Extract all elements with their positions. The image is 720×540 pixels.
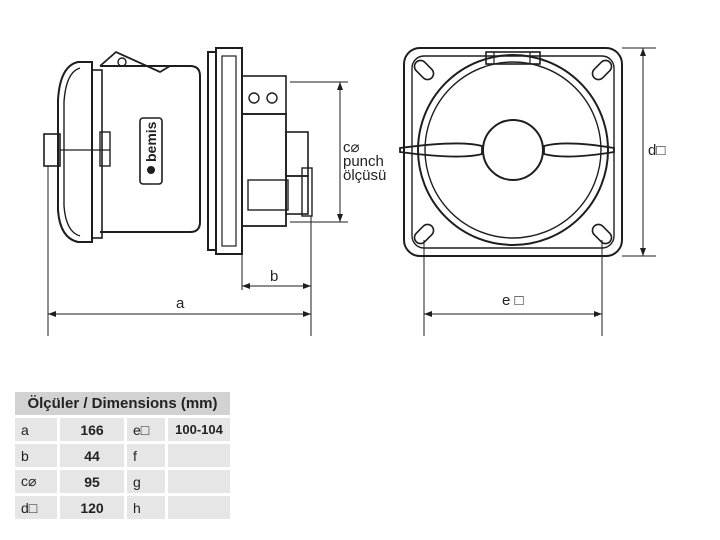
technical-drawing: bemis a b c⌀ [43, 47, 665, 336]
table-row: a 166 e□ 100-104 [15, 418, 230, 441]
front-plate [403, 47, 623, 257]
brand-gear-icon [147, 166, 155, 174]
top-hinge-tab [485, 51, 541, 65]
flange-frame [215, 47, 243, 255]
dimension-value: 120 [60, 496, 124, 519]
dimension-value [168, 444, 230, 467]
terminal-block-upper [285, 131, 309, 177]
table-row: b 44 f [15, 444, 230, 467]
front-cap [57, 61, 93, 243]
corner-slot [591, 223, 613, 245]
dimension-key: b [15, 444, 57, 467]
cap-rim [91, 69, 103, 239]
dimension-d: d□ [640, 48, 665, 256]
dimension-label-c-punch: punch [343, 153, 384, 170]
dimension-value [168, 470, 230, 493]
front-plate-inner [411, 55, 615, 249]
flange-plate [207, 51, 217, 251]
gasket-block [241, 75, 287, 115]
terminal-screw-box [247, 179, 289, 211]
dimension-label-d: d□ [648, 142, 665, 159]
front-view [399, 47, 656, 336]
cap-circle-outer [417, 54, 609, 246]
table-header-row: Ölçüler / Dimensions (mm) [15, 392, 230, 415]
table-row: c⌀ 95 g [15, 470, 230, 493]
dimension-key: f [127, 444, 165, 467]
center-hub [482, 119, 544, 181]
terminal-block-lower [285, 175, 309, 215]
dimension-c: c⌀ punch ölçüsü [337, 82, 386, 222]
hinge-pin-icon [117, 57, 127, 67]
corner-slot [413, 59, 435, 81]
corner-slot [591, 59, 613, 81]
screw-head-icon [266, 92, 278, 104]
dimension-value [168, 496, 230, 519]
dimension-label-c-olcusu: ölçüsü [343, 167, 386, 184]
dimension-e: e □ [424, 292, 602, 317]
side-view: bemis [43, 47, 348, 336]
dimension-value: 166 [60, 418, 124, 441]
flange-inner [221, 55, 237, 247]
screw-head-icon [248, 92, 260, 104]
dimension-a: a [48, 295, 311, 317]
table-row: d□ 120 h [15, 496, 230, 519]
dimension-label-c: c⌀ [343, 139, 360, 156]
logo-badge [139, 117, 163, 185]
dimensions-table: Ölçüler / Dimensions (mm) a 166 e□ 100-1… [12, 389, 233, 522]
table-header: Ölçüler / Dimensions (mm) [15, 392, 230, 415]
dimension-key: e□ [127, 418, 165, 441]
dimension-key: a [15, 418, 57, 441]
rear-terminal [301, 167, 313, 217]
dimension-value: 100-104 [168, 418, 230, 441]
dimension-key: h [127, 496, 165, 519]
dimension-label-a: a [176, 295, 185, 312]
corner-slot [413, 223, 435, 245]
dimension-label-b: b [270, 268, 278, 285]
brand-logo-text: bemis [143, 121, 159, 162]
dimension-value: 44 [60, 444, 124, 467]
dimension-key: g [127, 470, 165, 493]
front-cap-inner-edge [63, 67, 81, 237]
body-housing [100, 65, 201, 233]
dimension-value: 95 [60, 470, 124, 493]
dimension-key: c⌀ [15, 470, 57, 493]
cap-circle-inner [424, 61, 602, 239]
dimension-key: d□ [15, 496, 57, 519]
hinge-block [99, 131, 111, 167]
top-hinge-lip [99, 50, 171, 74]
latch-bar-right [543, 142, 615, 158]
latch-bar-left [399, 142, 483, 158]
dimension-b: b [242, 268, 311, 289]
dimension-label-e: e □ [502, 292, 524, 309]
